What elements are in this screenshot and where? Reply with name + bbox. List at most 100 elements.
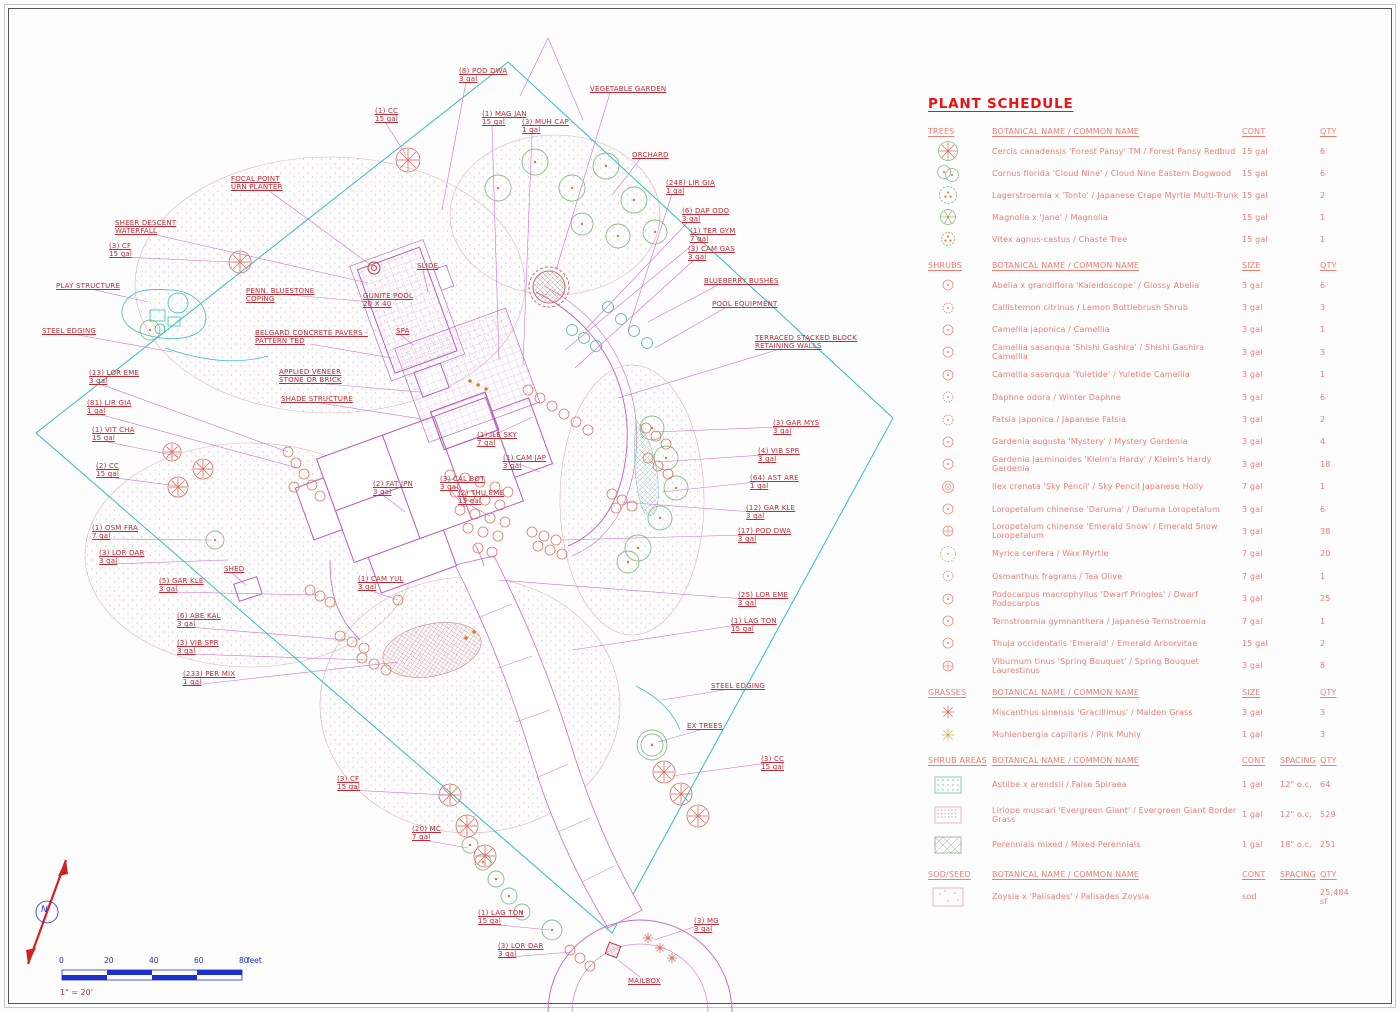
schedule-row: Cornus florida 'Cloud Nine' / Cloud Nine… [928,162,1348,184]
leader-line [661,481,757,493]
plant-symbol-dot-icon [928,588,992,610]
qty-value: 20 [1320,549,1331,559]
col-spacing: SPACING [1280,756,1316,766]
driveway [454,555,643,929]
driveway-ticks [477,603,615,883]
plan-label: ORCHARD [632,151,669,159]
col-cont: CONT [1242,126,1266,136]
qty-value: 64 [1320,780,1331,790]
qty-value: 1 [1320,571,1326,581]
botanical-name: Myrica cerifera / Wax Myrtle [992,549,1109,559]
plant-symbol-tree4-icon [928,206,992,228]
leader-line [77,334,173,353]
leader-line [187,653,369,661]
cont-value: 3 gal [1242,526,1263,536]
scale-bar-unit: feet [247,956,262,965]
cont-value: 3 gal [1242,594,1263,604]
urn-planter [367,261,381,275]
leader-line [491,124,500,361]
leader-line [617,348,781,399]
qty-value: 2 [1320,190,1326,200]
plant-symbol-plus-icon [928,520,992,542]
spacing-value: 12" o.c. [1280,810,1312,820]
qty-value: 6 [1320,504,1326,514]
botanical-name: Camellia sasanqua 'Shishi Gashira' / Shi… [992,343,1205,362]
botanical-name: Astilbe x arendsii / False Spiraea [992,780,1127,790]
cont-value: 7 gal [1242,616,1263,626]
botanical-name: Podocarpus macrophyllus 'Dwarf Pringles'… [992,589,1199,608]
qty-value: 3 [1320,347,1326,357]
scale-note: 1" = 20' [60,988,93,997]
botanical-name: Loropetalum chinense 'Emerald Snow' / Em… [992,522,1218,541]
plan-label: VEGETABLE GARDEN [590,85,667,93]
leader-line [653,924,701,941]
botanical-name: Camellia sasanqua 'Yuletide' / Yuletide … [992,370,1190,380]
cont-value: sod [1242,892,1257,902]
schedule-row: Thuja occidentalis 'Emerald' / Emerald A… [928,632,1348,654]
leader-line [671,762,768,777]
schedule-row: Camellia sasanqua 'Shishi Gashira' / Shi… [928,341,1348,363]
col-botanical-name: BOTANICAL NAME / COMMON NAME [992,126,1140,136]
qty-value: 6 [1320,280,1326,290]
section-name: SHRUB AREAS [928,756,987,766]
leader-line [621,501,753,513]
schedule-row: Abelia x grandiflora 'Kaleidoscope' / Gl… [928,274,1348,296]
plant-symbol-dot-icon [928,453,992,475]
botanical-name: Abelia x grandiflora 'Kaleidoscope' / Gl… [992,280,1200,290]
north-arrow [26,859,68,965]
plant-symbol-plus-icon [928,655,992,677]
leader-line [561,534,745,541]
leader-line [512,461,541,473]
schedule-row: Ilex crenata 'Sky Pencil' / Sky Pencil J… [928,476,1348,498]
leader-line [488,923,551,931]
leader-line [289,294,373,303]
leader-line [151,233,369,284]
schedule-row: Liriope muscari 'Evergreen Giant' / Ever… [928,800,1348,830]
qty-value: 1 [1320,234,1326,244]
qty-value: 3 [1320,303,1326,313]
cont-value: 1 gal [1242,730,1263,740]
botanical-name: Loropetalum chinense 'Daruma' / Daruma L… [992,504,1221,514]
plant-symbol-sod-icon [928,886,992,908]
botanical-name: Magnolia x 'Jane' / Magnolia [992,212,1108,222]
plant-symbol-tree1-icon [928,140,992,162]
qty-value: 25 [1320,594,1331,604]
leader-line [309,343,393,359]
plan-label: BELGARD CONCRETE PAVERS -PATTERN TBD [255,329,368,346]
shed [233,576,263,602]
botanical-name: Thuja occidentalis 'Emerald' / Emerald A… [992,638,1198,648]
plan-label: STEEL EDGING [711,682,766,690]
leader-line [486,416,534,439]
cont-value: 1 gal [1242,810,1263,820]
walkways [329,544,485,641]
plant-symbol-areaTeal-icon [928,774,992,796]
cont-value: 3 gal [1242,392,1263,402]
col-botanical-name: BOTANICAL NAME / COMMON NAME [992,260,1140,270]
plant-symbol-areaPink-icon [928,804,992,826]
col-qty: QTY [1320,756,1337,766]
botanical-name: Cornus florida 'Cloud Nine' / Cloud Nine… [992,168,1232,178]
leader-line [657,454,765,463]
schedule-row: Loropetalum chinense 'Emerald Snow' / Em… [928,520,1348,542]
cont-value: 3 gal [1242,661,1263,671]
botanical-name: Liriope muscari 'Evergreen Giant' / Ever… [992,805,1237,824]
schedule-row: Lagerstroemia x 'Tonto' / Japanese Crape… [928,184,1348,206]
schedule-row: Viburnum tinus 'Spring Bouquet' / Spring… [928,655,1348,677]
schedule-row: Gardenia augusta 'Mystery' / Mystery Gar… [928,431,1348,453]
botanical-name: Osmanthus fragrans / Tea Olive [992,571,1123,581]
leader-line [574,259,695,369]
